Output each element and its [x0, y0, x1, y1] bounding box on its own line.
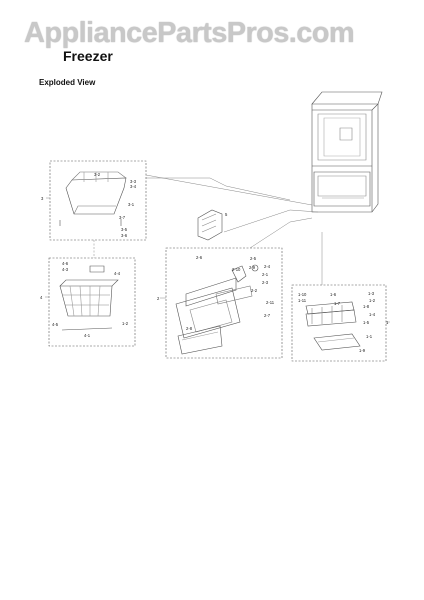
callout-3-6: 3-6 [121, 233, 128, 238]
callout-1-9: 1-9 [359, 348, 366, 353]
callout-1-6: 1-6 [330, 292, 337, 297]
callout-group-1: 1 [386, 320, 389, 325]
page-title: Freezer [63, 48, 113, 64]
refrigerator-cabinet-drawing [311, 91, 383, 213]
callout-4-1: 4-1 [84, 333, 91, 338]
callout-1-10: 1-10 [298, 292, 307, 297]
callout-1-4: 1-4 [369, 312, 376, 317]
callout-2-2: 2-2 [251, 288, 258, 293]
callout-3-7: 3-7 [119, 215, 126, 220]
callout-2-7: 2-7 [264, 313, 271, 318]
callout-1-1: 1-1 [366, 334, 373, 339]
site-watermark: AppliancePartsPros.com [24, 17, 355, 49]
callout-4-4: 4-4 [114, 271, 121, 276]
callout-1-5: 1-5 [363, 320, 370, 325]
callout-1-11: 1-11 [298, 298, 307, 303]
callout-2-10: 2-10 [232, 267, 241, 272]
freezer-drawer-box [291, 284, 387, 362]
callout-group-3: 3 [41, 196, 44, 201]
callout-2-6: 2-6 [196, 255, 203, 260]
callout-2-1: 2-1 [262, 272, 269, 277]
callout-part-5: 5 [225, 212, 228, 217]
callout-3-2: 3-2 [94, 172, 101, 177]
callout-group-4: 4 [40, 295, 43, 300]
callout-4-3: 4-3 [62, 267, 69, 272]
callout-2-11: 2-11 [266, 300, 275, 305]
callout-2-5: 2-5 [250, 256, 257, 261]
leader-lines [45, 174, 390, 323]
part-5-drawing [197, 209, 223, 241]
callout-2-8: 2-8 [186, 326, 193, 331]
callout-1-2b: 1-2 [369, 298, 376, 303]
callout-1-3: 1-3 [368, 291, 375, 296]
freezer-basket-box [48, 257, 136, 347]
callout-1-7: 1-7 [334, 301, 341, 306]
callout-2-3: 2-3 [262, 280, 269, 285]
page-subtitle: Exploded View [39, 78, 96, 87]
callout-2-9: 2-9 [249, 265, 256, 270]
callout-4-6: 4-6 [62, 261, 69, 266]
callout-3-1: 3-1 [128, 202, 135, 207]
callout-3-4: 3-4 [130, 184, 137, 189]
ice-bin-assembly-box [49, 160, 147, 241]
callout-1-8: 1-8 [363, 304, 370, 309]
callout-4-5: 4-5 [52, 322, 59, 327]
freezer-door-assembly-box [165, 247, 283, 359]
callout-labels: 1 2 3 4 5 3-2 3-3 3-4 3-1 3-7 3-5 3-6 4-… [40, 172, 389, 353]
callout-3-3: 3-3 [130, 179, 137, 184]
callout-1-2: 1-2 [122, 321, 129, 326]
callout-group-2: 2 [157, 296, 160, 301]
callout-3-5: 3-5 [121, 227, 128, 232]
callout-2-4: 2-4 [264, 264, 271, 269]
